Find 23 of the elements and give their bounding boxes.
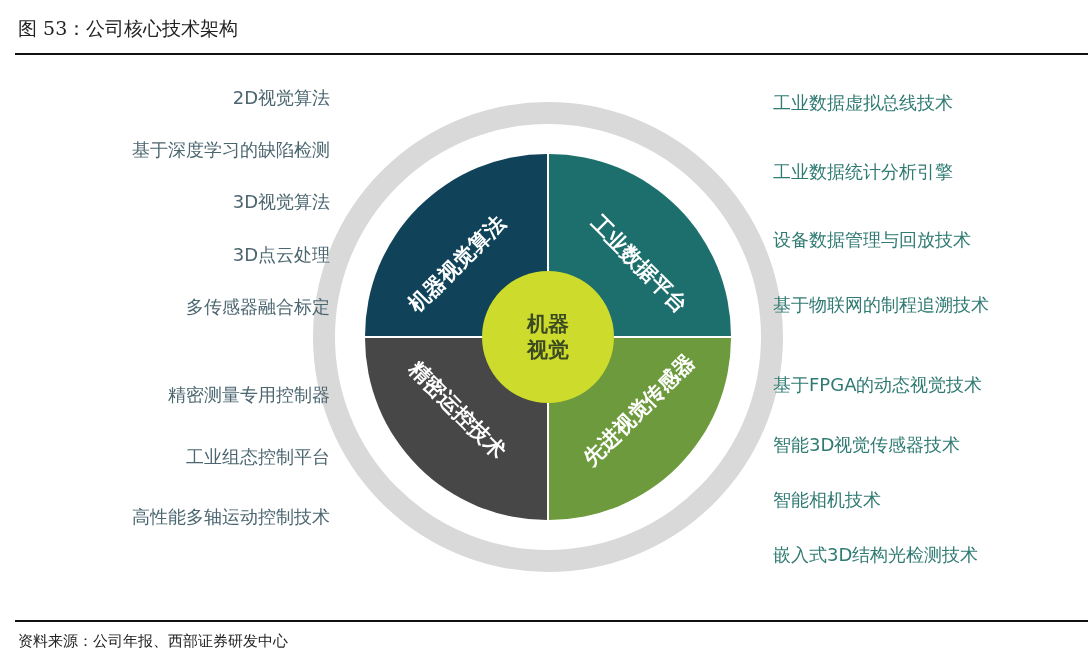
feature-text: 基于物联网的制程追溯技术 (773, 293, 989, 317)
segment-title: 精密运控技术 (402, 355, 512, 465)
feature-text: 精密测量专用控制器 (168, 383, 330, 407)
feature-text: 基于FPGA的动态视觉技术 (773, 373, 983, 397)
feature-text: 工业数据虚拟总线技术 (773, 91, 953, 115)
figure-title: 图 53：公司核心技术架构 (18, 16, 239, 41)
segment-title: 工业数据平台 (584, 209, 694, 319)
segment-title: 机器视觉算法 (402, 209, 512, 319)
feature-text: 3D点云处理 (232, 243, 330, 267)
feature-text: 智能3D视觉传感器技术 (773, 433, 961, 457)
feature-text: 基于深度学习的缺陷检测 (132, 138, 330, 162)
feature-text: 智能相机技术 (773, 488, 881, 512)
circle-label: 机器视觉 (525, 311, 570, 363)
feature-text: 高性能多轴运动控制技术 (132, 505, 330, 529)
feature-text: 工业数据统计分析引擎 (773, 160, 953, 184)
segment-title: 先进视觉传感器 (577, 348, 701, 472)
feature-text: 2D视觉算法 (232, 86, 330, 110)
source-note: 资料来源：公司年报、西部证券研发中心 (18, 632, 288, 651)
feature-text: 多传感器融合标定 (186, 295, 330, 319)
feature-text: 3D视觉算法 (232, 190, 330, 214)
feature-text: 工业组态控制平台 (186, 445, 330, 469)
feature-text: 设备数据管理与回放技术 (773, 228, 971, 252)
feature-text: 嵌入式3D结构光检测技术 (773, 543, 979, 567)
